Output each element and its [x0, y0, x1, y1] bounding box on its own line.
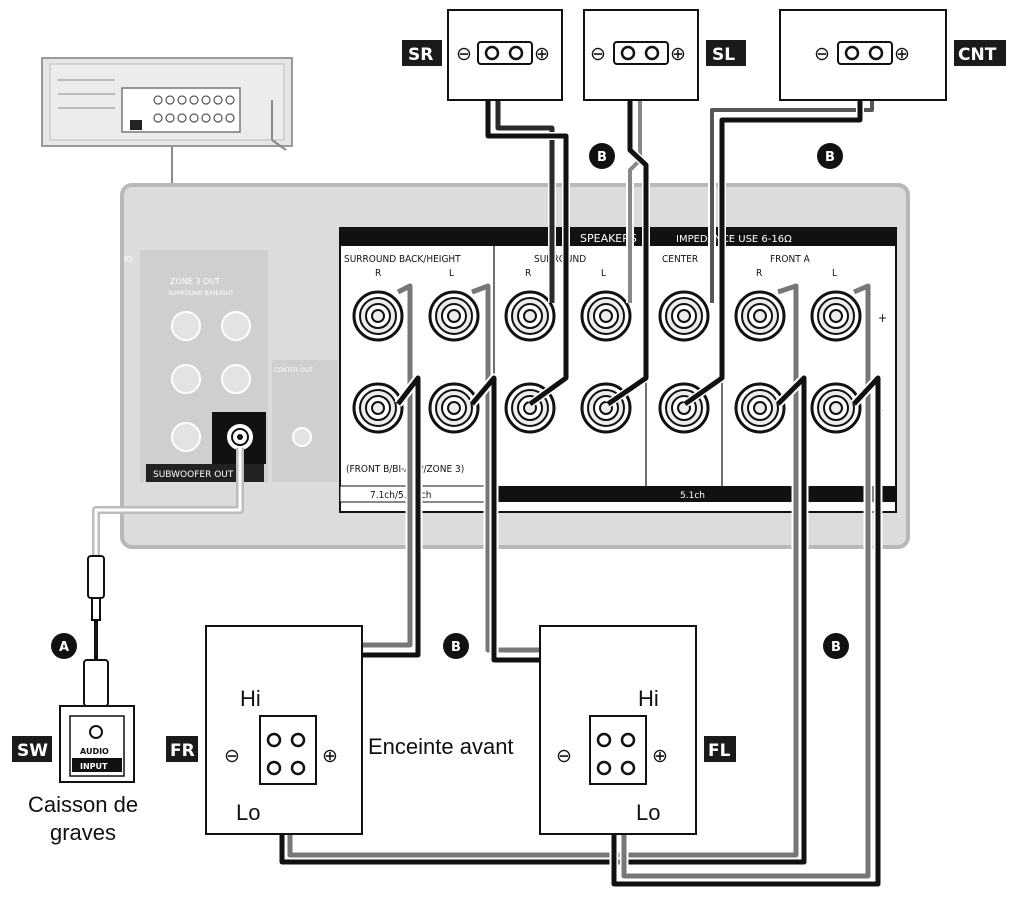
receiver-thumbnail [41, 57, 293, 185]
ch-label-fa-r: R [756, 268, 762, 279]
fl-hi-label: Hi [638, 686, 659, 711]
impedance-header: IMPEDANCE USE 6-16Ω [676, 234, 792, 245]
svg-text:B: B [451, 640, 461, 655]
sw-input-label: INPUT [80, 762, 108, 771]
svg-text:CNT: CNT [958, 45, 997, 65]
terminal-center-plus [658, 290, 710, 342]
speaker-terminals [352, 290, 862, 434]
svg-text:FR: FR [170, 741, 195, 761]
zone3-sub: SURROUND B/HEIGHT [168, 290, 234, 297]
tag-cnt: CNT [954, 40, 1006, 66]
tag-sl: SL [706, 40, 746, 66]
fl-minus-sign: ⊖ [556, 746, 572, 767]
svg-text:SR: SR [408, 45, 433, 65]
cnt-plus-sign: ⊕ [894, 44, 910, 65]
terminal-sb-l-plus [428, 290, 480, 342]
terminal-front-a-r-plus [734, 290, 786, 342]
group-surround-back-label: SURROUND BACK/HEIGHT [344, 254, 461, 265]
ch-label-sb-l: L [449, 268, 454, 279]
sw-audio-label: AUDIO [80, 747, 109, 756]
speaker-sr: ⊖ ⊕ [447, 9, 563, 101]
sl-minus-sign: ⊖ [590, 44, 606, 65]
svg-text:FL: FL [708, 741, 731, 761]
subwoofer-label-line2: graves [50, 820, 116, 845]
tag-fl: FL [704, 736, 736, 762]
subwoofer-label-line1: Caisson de [28, 792, 138, 817]
front-speaker-label: Enceinte avant [368, 734, 514, 759]
svg-text:SW: SW [17, 741, 48, 761]
tag-sr: SR [402, 40, 442, 66]
terminal-sb-r-minus [352, 382, 404, 434]
fl-lo-label: Lo [636, 800, 660, 825]
speaker-cnt: ⊖ ⊕ [779, 9, 947, 101]
group-front-a-label: FRONT A [770, 254, 811, 265]
terminal-surround-r-plus [504, 290, 556, 342]
tag-fr: FR [166, 736, 198, 762]
terminal-sb-l-minus [428, 382, 480, 434]
group-surround-label: SURROUND [534, 254, 586, 265]
subwoofer-out-label: SUBWOOFER OUT [153, 470, 234, 480]
group-center-label: CENTER [662, 254, 698, 265]
bar-right-label: 5.1ch [680, 491, 705, 501]
center-out-small-label: CENTER OUT [274, 367, 313, 374]
ch-label-sb-r: R [375, 268, 381, 279]
cable-marker-b-bottom-left: B [443, 633, 469, 659]
subwoofer-plug [83, 555, 109, 725]
ch-label-s-l: L [601, 268, 606, 279]
svg-text:A: A [59, 640, 69, 655]
panel-left-edge: IO [124, 255, 133, 264]
speaker-sl: ⊖ ⊕ [583, 9, 699, 101]
subwoofer-box: AUDIO INPUT [59, 705, 135, 783]
cable-marker-a: A [51, 633, 77, 659]
sr-minus-sign: ⊖ [456, 44, 472, 65]
bar-left-label: 7.1ch/5.1.2ch [370, 490, 432, 501]
ch-label-fa-l: L [832, 268, 837, 279]
sl-plus-sign: ⊕ [670, 44, 686, 65]
terminal-front-a-l-minus [810, 382, 862, 434]
terminal-front-a-r-minus [734, 382, 786, 434]
terminal-surround-l-plus [580, 290, 632, 342]
terminal-plus-label: + [878, 311, 887, 325]
cable-marker-b-top-right: B [817, 143, 843, 169]
tag-sw: SW [12, 736, 52, 762]
fr-lo-label: Lo [236, 800, 260, 825]
fr-plus-sign: ⊕ [322, 746, 338, 767]
svg-text:SL: SL [712, 45, 735, 65]
sr-plus-sign: ⊕ [534, 44, 550, 65]
zone3-title: ZONE 3 OUT [170, 277, 220, 286]
front-b-biamp-note: (FRONT B/BI-AMP/ZONE 3) [346, 464, 464, 475]
speaker-front-right: Hi Lo ⊖ ⊕ [205, 625, 363, 835]
cnt-minus-sign: ⊖ [814, 44, 830, 65]
terminal-front-a-l-plus [810, 290, 862, 342]
fr-minus-sign: ⊖ [224, 746, 240, 767]
fl-plus-sign: ⊕ [652, 746, 668, 767]
fr-hi-label: Hi [240, 686, 261, 711]
terminal-sb-r-plus [352, 290, 404, 342]
speaker-front-left: Hi Lo ⊖ ⊕ [539, 625, 697, 835]
cable-marker-b-bottom-right: B [823, 633, 849, 659]
speakers-header: SPEAKERS [580, 232, 637, 245]
cable-marker-b-top-left: B [589, 143, 615, 169]
ch-label-s-r: R [525, 268, 531, 279]
svg-text:B: B [831, 640, 841, 655]
receiver-rear-panel: IO ZONE 3 OUT SURROUND B/HEIGHT SUBWOOFE… [120, 183, 910, 549]
svg-text:B: B [825, 150, 835, 165]
svg-text:B: B [597, 150, 607, 165]
